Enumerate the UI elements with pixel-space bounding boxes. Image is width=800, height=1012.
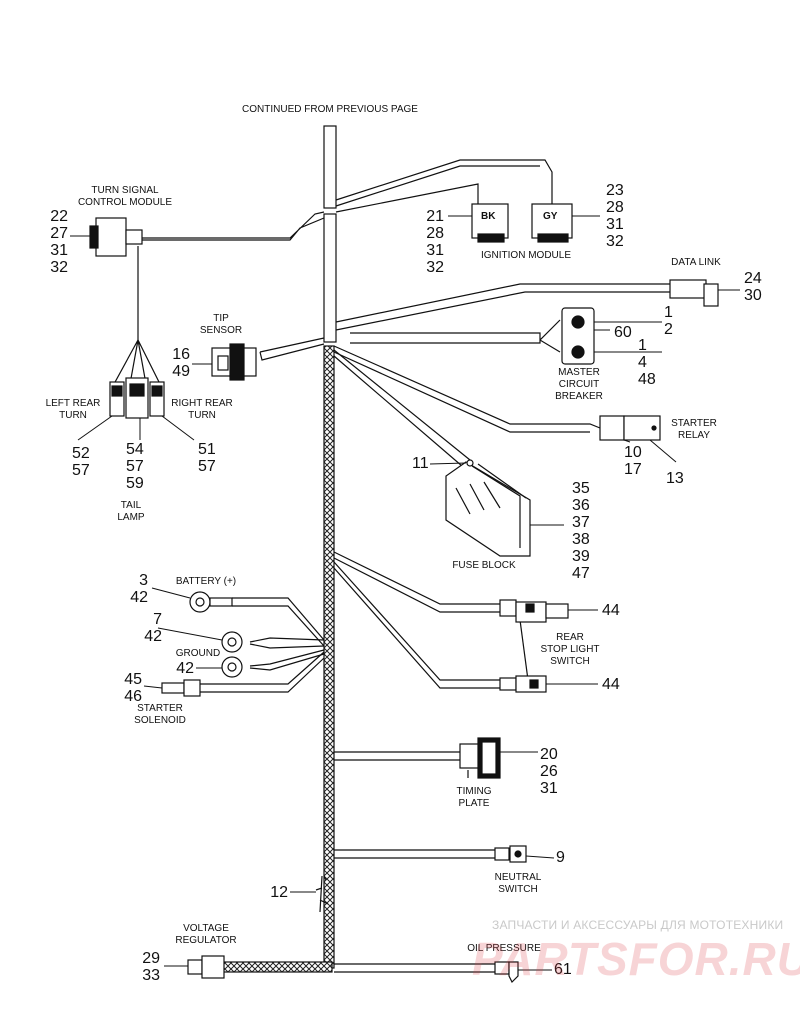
ignition-connector-bk — [471, 203, 509, 243]
right-rear-turn-label: RIGHT REAR TURN — [171, 398, 233, 421]
fuse-block — [445, 459, 531, 557]
regulator-harness-braided — [221, 961, 333, 973]
oil-pressure-switch — [494, 961, 519, 984]
turn-signal-module-label: TURN SIGNAL CONTROL MODULE — [77, 185, 173, 208]
neutral-switch-ref: 9 — [556, 849, 565, 866]
ground-ref-bottom: 42 — [176, 660, 194, 677]
ground-terminal-bottom — [221, 656, 243, 678]
tail-lamp-refs: 54 57 59 — [126, 441, 144, 492]
oil-pressure-ref: 61 — [554, 961, 572, 978]
battery-lead — [232, 597, 325, 647]
turn-signal-module — [89, 217, 143, 257]
harness-clip-ref: 12 — [270, 884, 288, 901]
fuse-block-label: FUSE BLOCK — [452, 560, 516, 571]
data-link-connector — [669, 279, 719, 307]
ignition-connector-gy — [531, 203, 573, 243]
timing-plate-lead — [334, 751, 460, 761]
ignition-module-leads — [335, 159, 553, 213]
ignition-tag-bk: BK — [481, 211, 496, 222]
main-harness-braided — [323, 345, 335, 969]
timing-plate-label: TIMING PLATE — [456, 786, 492, 809]
circuit-breaker-label: MASTER CIRCUIT BREAKER — [555, 367, 603, 402]
fuse-block-ref-top: 11 — [412, 455, 429, 472]
ignition-tag-gy: GY — [543, 211, 558, 222]
data-link-label: DATA LINK — [671, 257, 721, 268]
tip-sensor — [211, 343, 257, 381]
ground-refs-top: 7 42 — [144, 611, 162, 645]
left-rear-turn-label: LEFT REAR TURN — [45, 398, 101, 421]
voltage-regulator-label: VOLTAGE REGULATOR — [175, 923, 237, 946]
oil-pressure-label: OIL PRESSURE — [467, 943, 541, 954]
watermark-logo: PARTSFOR.RU — [472, 933, 800, 985]
watermark-tagline: ЗАПЧАСТИ И АКСЕССУАРЫ ДЛЯ МОТОТЕХНИКИ — [492, 918, 784, 932]
data-link-lead — [335, 283, 670, 331]
stop-switch-ref-bottom: 44 — [602, 676, 620, 693]
stop-switch-connector-bottom — [499, 675, 547, 693]
solenoid-lead — [200, 651, 325, 693]
turn-signal-module-refs: 22 27 31 32 — [50, 208, 68, 276]
ground-label: GROUND — [175, 648, 221, 659]
ignition-module-label: IGNITION MODULE — [480, 250, 571, 261]
oil-pressure-lead — [334, 963, 495, 973]
starter-solenoid-connector — [161, 679, 201, 697]
continued-label: CONTINUED FROM PREVIOUS PAGE — [242, 104, 418, 115]
ground-lead-top — [249, 637, 325, 649]
left-rear-turn-refs: 52 57 — [72, 445, 90, 479]
battery-terminal — [189, 591, 233, 613]
leader-lines — [70, 215, 740, 971]
starter-relay — [599, 415, 661, 441]
starter-relay-lead — [333, 345, 601, 433]
ground-lead-bottom — [249, 649, 325, 671]
timing-plate-refs: 20 26 31 — [540, 746, 558, 797]
battery-label: BATTERY (+) — [175, 576, 237, 587]
fuse-block-lead — [333, 349, 471, 467]
timing-plate-connector — [459, 737, 501, 779]
stop-switch-link — [519, 619, 529, 681]
circuit-breaker-lead — [350, 319, 561, 353]
starter-relay-ref-right: 13 — [666, 470, 684, 487]
rear-lighting-connectors — [109, 339, 165, 419]
tail-lamp-label: TAIL LAMP — [117, 500, 145, 523]
voltage-regulator-refs: 29 33 — [142, 950, 160, 984]
data-link-refs: 24 30 — [744, 270, 762, 304]
circuit-breaker-refs-top: 1 2 — [664, 304, 673, 338]
neutral-switch-label: NEUTRAL SWITCH — [494, 872, 542, 895]
tip-sensor-lead — [259, 337, 325, 361]
ignition-refs-right: 23 28 31 32 — [606, 182, 624, 250]
ignition-refs-left: 21 28 31 32 — [426, 208, 444, 276]
tip-sensor-refs: 16 49 — [172, 346, 190, 380]
voltage-regulator-connector — [187, 955, 225, 979]
master-circuit-breaker — [561, 307, 595, 365]
battery-refs: 3 42 — [130, 572, 148, 606]
tip-sensor-label: TIP SENSOR — [199, 313, 243, 336]
neutral-switch-lead — [334, 849, 495, 859]
circuit-breaker-refs-bottom: 1 4 48 — [638, 337, 656, 388]
ground-terminal-top — [221, 631, 243, 653]
starter-relay-label: STARTER RELAY — [671, 418, 717, 441]
stop-switch-ref-top: 44 — [602, 602, 620, 619]
starter-solenoid-label: STARTER SOLENOID — [134, 703, 186, 726]
stop-switch-lead-bottom — [333, 561, 500, 689]
stop-switch-label: REAR STOP LIGHT SWITCH — [540, 632, 600, 667]
stop-switch-lead-top — [333, 551, 500, 613]
starter-relay-refs-left: 10 17 — [624, 444, 642, 478]
starter-solenoid-refs: 45 46 — [124, 671, 142, 705]
neutral-switch — [494, 845, 527, 863]
fuse-block-refs: 35 36 37 38 39 47 — [572, 480, 590, 582]
turn-signal-lead — [142, 211, 325, 241]
circuit-breaker-ref-mid: 60 — [614, 324, 632, 341]
right-rear-turn-refs: 51 57 — [198, 441, 216, 475]
harness-clip — [315, 875, 329, 913]
main-harness-upper — [323, 125, 337, 343]
stop-switch-connector-top — [499, 599, 569, 623]
